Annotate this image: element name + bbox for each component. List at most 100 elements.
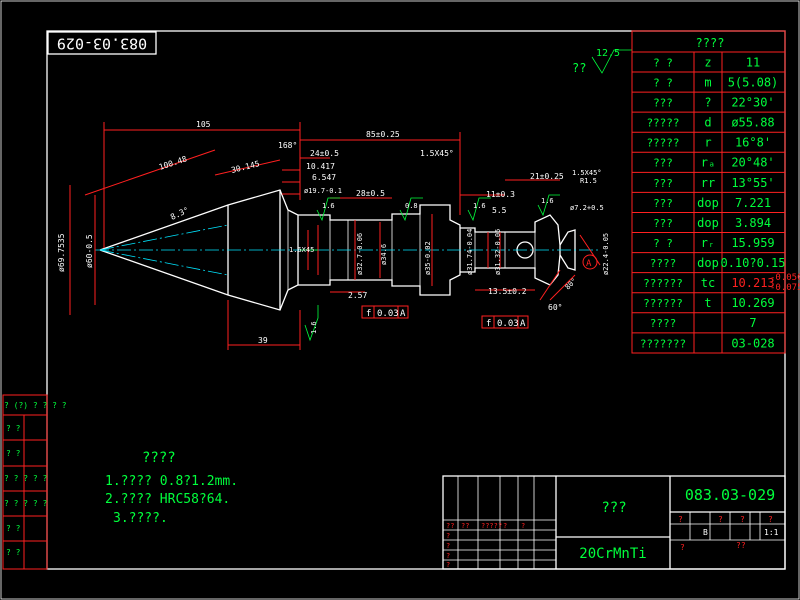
dim-21: 21±0.25 (530, 172, 564, 181)
dim-10-417: 10.417 (306, 162, 335, 171)
param-name: ??????? (640, 337, 686, 350)
dim-1-8: 1.6X45 (289, 246, 314, 254)
param-name: ???? (650, 317, 677, 330)
left-row-0: ? (?) ? ? ? ? (4, 401, 67, 410)
side-label-0: ? (680, 543, 685, 552)
gdt1-sym: f (366, 309, 371, 319)
param-name: ??? (653, 217, 673, 230)
dimension-lines (69, 122, 601, 350)
sheet-label-0: ? (678, 515, 683, 524)
left-row-2: ? ? (6, 449, 21, 458)
param-symbol: rr (701, 176, 715, 190)
notes-title: ???? (142, 450, 176, 466)
dim-1-5x45-b: 1.5X45° (572, 169, 602, 177)
dim-39: 39 (258, 336, 268, 345)
dim-11: 11±0.3 (486, 190, 515, 199)
dim-19-7: ø19.7-0.1 (304, 187, 342, 195)
notes-line-2: 2.???? HRC58?64. (105, 492, 230, 507)
side-label-1: ?? (736, 541, 746, 550)
dim-1-6b: 1.6 (473, 202, 486, 210)
param-name: ??? (653, 97, 673, 110)
material: 20CrMnTi (579, 546, 646, 562)
left-row-1: ? ? (6, 424, 21, 433)
param-value: 7 (749, 316, 756, 330)
param-name: ? ? (653, 237, 673, 250)
notes-line-3: 3.????. (113, 511, 168, 526)
param-value: 10.269 (731, 296, 774, 310)
dim-13-5: 13.5±0.2 (488, 287, 527, 296)
dim-168: 168° (278, 141, 297, 150)
param-name: ? ? (653, 77, 673, 90)
param-table-title: ???? (696, 36, 725, 50)
dim-r1-5: R1.5 (580, 177, 597, 185)
gdt2-val: 0.03 (497, 319, 519, 329)
param-name: ????? (646, 117, 679, 130)
param-symbol: r (704, 136, 711, 150)
param-value: 13°55' (731, 176, 774, 190)
param-name: ???? (650, 257, 677, 270)
dim-35: ø35-0.02 (424, 241, 432, 275)
param-value: ø55.88 (731, 116, 774, 130)
left-row-4: ? ? ? ? ? (4, 499, 48, 508)
title-block (442, 475, 786, 570)
dim-105: 105 (196, 120, 211, 129)
sheet-label-2: ? (740, 515, 745, 524)
param-name: ??? (653, 197, 673, 210)
left-label-1: ? (446, 542, 450, 550)
left-row-3: ? ? ? ? ? (4, 474, 48, 483)
dim-30-145: 30.145 (230, 159, 260, 175)
left-block (2, 394, 48, 570)
param-symbol: dop (697, 216, 719, 230)
param-name: ? ? (653, 56, 673, 69)
left-label-3: ? (446, 561, 450, 569)
param-name: ?????? (643, 297, 683, 310)
param-value: 0.10?0.15 (720, 256, 785, 270)
param-symbol: rᵣ (701, 236, 715, 250)
drawing-number-mirrored: 083.03-029 (57, 35, 147, 53)
left-row-6: ? ? (6, 548, 21, 557)
dim-1-6d: 1.6 (310, 321, 318, 334)
param-symbol: tc (701, 276, 715, 290)
dim-31-74: ø31.74-0.04 (466, 229, 474, 275)
param-symbol: ? (704, 96, 711, 110)
param-value: 3.894 (735, 216, 771, 230)
dimension-texts: 105 100.48 30.145 168° 85±0.25 24±0.5 10… (57, 120, 610, 345)
dim-2-57: 2.57 (348, 291, 367, 300)
part-outline (99, 189, 576, 311)
dim-34-6: ø34.6 (380, 244, 388, 265)
dim-32: ø32.7-0.06 (356, 233, 364, 275)
left-label-2: ? (446, 552, 450, 560)
row-label-2: ????? (481, 522, 502, 530)
dim-100-48: 100.48 (158, 154, 188, 172)
row-label-0: ?? (446, 522, 454, 530)
left-row-5: ? ? (6, 524, 21, 533)
param-symbol: z (704, 55, 711, 69)
param-value: 11 (746, 55, 760, 69)
dim-28: 28±0.5 (356, 189, 385, 198)
param-value: 20°48' (731, 156, 774, 170)
param-value: 22°30' (731, 96, 774, 110)
datum-a: A (586, 259, 592, 269)
param-name: ????? (646, 137, 679, 150)
gdt1-val: 0.03 (377, 309, 399, 319)
dim-5-5: 5.5 (492, 206, 507, 215)
param-name: ?????? (643, 277, 683, 290)
roughness-symbol (591, 49, 632, 74)
dim-80deg: 80° (564, 277, 579, 292)
dim-60h: ø60-0.5 (85, 234, 94, 268)
gdt1-ref: A (400, 309, 406, 319)
dim-1-6a: 1.6 (322, 202, 335, 210)
dim-6-547: 6.547 (312, 173, 336, 182)
tc-tol-upper: -0.050 (770, 273, 800, 283)
param-name: ??? (653, 157, 673, 170)
dim-69: ø69.7535 (57, 233, 66, 272)
param-symbol: t (704, 296, 711, 310)
gdt-frame-2 (481, 315, 529, 329)
cone-line-2 (99, 249, 229, 276)
dim-85: 85±0.25 (366, 130, 400, 139)
dim-22-4: ø22.4-0.05 (602, 233, 610, 275)
param-symbol: d (704, 116, 711, 130)
